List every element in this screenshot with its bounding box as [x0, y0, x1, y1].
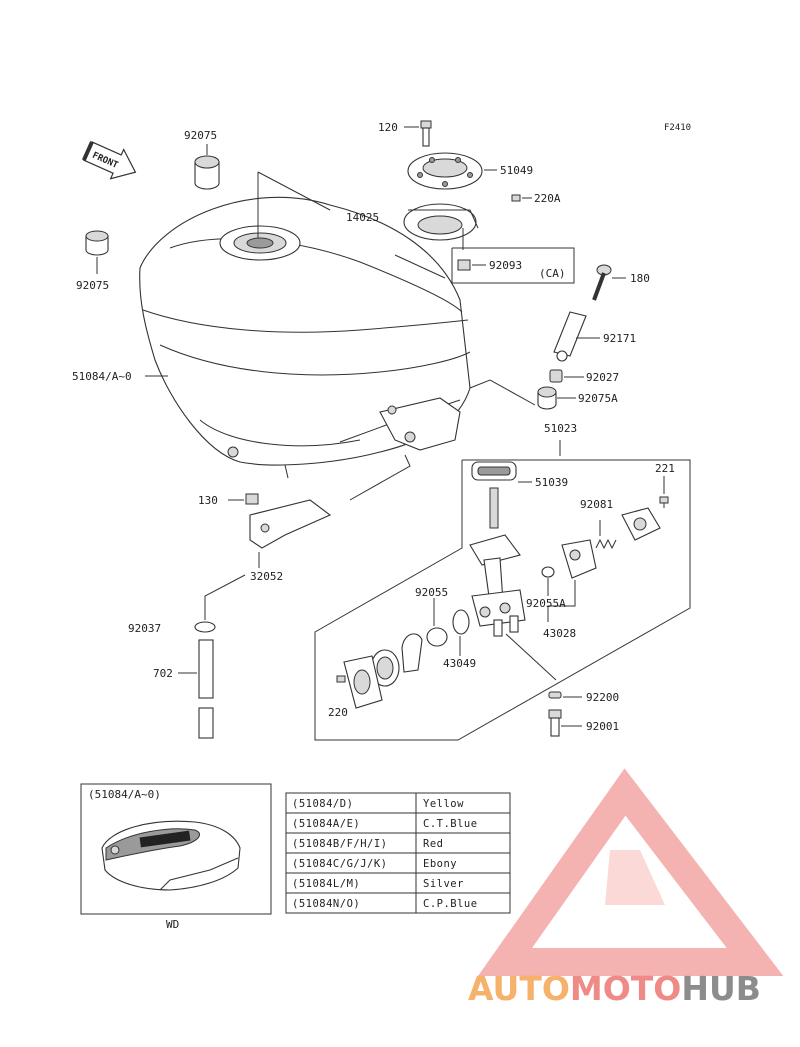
washer-92200 [505, 633, 582, 699]
label-92200: 92200 [586, 691, 619, 704]
color-table-code: (51084C/G/J/K) [292, 858, 388, 870]
gasket-seal-ring [370, 649, 400, 687]
label-92171: 92171 [603, 332, 636, 345]
bolt-120 [404, 120, 432, 147]
bolt-180 [592, 264, 626, 301]
label-180: 180 [630, 272, 650, 285]
label-92075-lower: 92075 [76, 279, 109, 292]
clamp-92037 [194, 574, 246, 633]
label-92075A: 92075A [578, 392, 618, 405]
fuel-cock-assembly-box [314, 440, 691, 741]
figure-code: F2410 [664, 123, 691, 133]
cap-base-14025 [403, 203, 479, 250]
oring-92055 [426, 598, 448, 647]
collar-92027 [549, 369, 584, 383]
color-table-code: (51084L/M) [292, 878, 360, 890]
hose-702 [178, 639, 214, 739]
valve-elbow [401, 633, 423, 673]
damper-rod-92171 [553, 311, 600, 362]
logo-part-moto: MOTO [570, 969, 681, 1008]
color-table-color: C.P.Blue [423, 898, 478, 910]
nut-92093 [451, 247, 575, 284]
label-92075-upper: 92075 [184, 129, 217, 142]
fuel-cap-51049 [407, 152, 497, 190]
fuel-cock-body [469, 487, 526, 637]
color-table-code: (51084/D) [292, 798, 353, 810]
drain-bolt-92001 [548, 709, 582, 737]
bolt-130 [228, 493, 259, 505]
rubber-damper-92075-lower [85, 230, 109, 274]
label-120: 120 [378, 121, 398, 134]
label-43028: 43028 [543, 627, 576, 640]
color-table-color: Red [423, 838, 443, 850]
color-table-code: (51084N/O) [292, 898, 360, 910]
svg-text:AUTOMOTOHUB: AUTOMOTOHUB [468, 969, 761, 1008]
screw-221 [659, 476, 669, 508]
color-table: (51084/D) Yellow (51084A/E) C.T.Blue (51084B… [285, 792, 511, 914]
screw-220 [336, 675, 346, 683]
label-221: 221 [655, 462, 675, 475]
label-51023: 51023 [544, 422, 577, 435]
label-92055: 92055 [415, 586, 448, 599]
filter-plate [343, 655, 383, 709]
fuel-tank [139, 171, 536, 501]
color-table-code: (51084A/E) [292, 818, 360, 830]
label-92037: 92037 [128, 622, 161, 635]
label-92001: 92001 [586, 720, 619, 733]
inset-title: (51084/A~0) [88, 788, 161, 801]
label-220A: 220A [534, 192, 561, 205]
screw-220A [511, 194, 532, 202]
color-table-color: C.T.Blue [423, 818, 478, 830]
color-table-color: Silver [423, 878, 464, 890]
inset-caption: WD [166, 918, 179, 931]
rubber-damper-92075-upper [194, 144, 220, 190]
color-table-code: (51084B/F/H/I) [292, 838, 388, 850]
label-130: 130 [198, 494, 218, 507]
rubber-92075A [537, 386, 576, 410]
label-92081: 92081 [580, 498, 613, 511]
logo-part-auto: AUTO [468, 969, 570, 1008]
logo-part-hub: HUB [681, 969, 761, 1008]
bracket-32052 [249, 499, 332, 568]
label-702: 702 [153, 667, 173, 680]
label-92055A: 92055A [526, 597, 566, 610]
label-ca: (CA) [539, 267, 566, 280]
label-51039: 51039 [535, 476, 568, 489]
diaphragm-43049 [452, 609, 470, 656]
label-92093: 92093 [489, 259, 522, 272]
gasket-51039 [471, 461, 532, 483]
cover-43028 [547, 539, 597, 622]
label-51049: 51049 [500, 164, 533, 177]
color-table-color: Yellow [423, 798, 464, 810]
color-table-color: Ebony [423, 858, 457, 870]
lever-plate [621, 507, 661, 541]
spring-92081 [595, 520, 617, 550]
label-43049: 43049 [443, 657, 476, 670]
label-51084: 51084/A~0 [72, 370, 132, 383]
inset-box: (51084/A~0) WD [80, 783, 272, 931]
label-220: 220 [328, 706, 348, 719]
label-92027: 92027 [586, 371, 619, 384]
oring-92055A [541, 566, 555, 596]
label-32052: 32052 [250, 570, 283, 583]
front-arrow-icon: FRONT [82, 141, 137, 180]
label-14025: 14025 [346, 211, 379, 224]
automotohub-logo: AUTOMOTOHUB [468, 768, 784, 1008]
